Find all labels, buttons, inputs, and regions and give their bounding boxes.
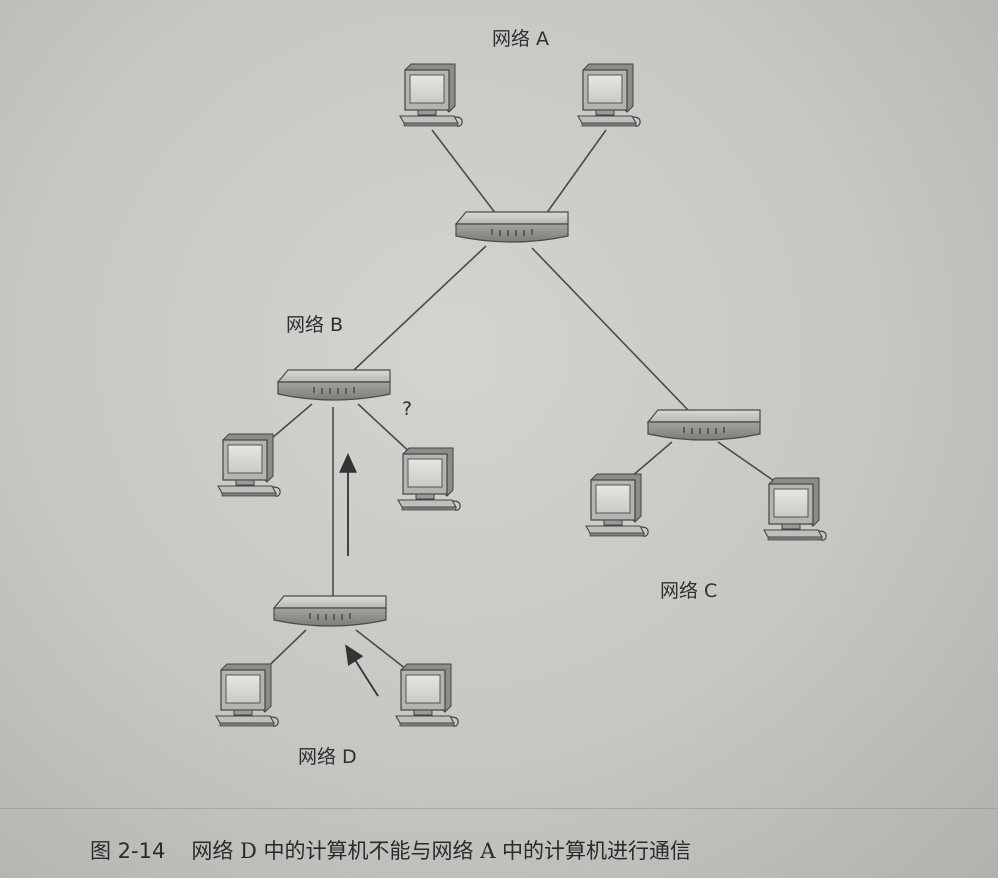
- link-pc-a2-switch-a: [545, 129, 607, 215]
- network-b-label: 网络 B: [286, 314, 344, 336]
- computer-icon-network-d-1: [215, 663, 279, 727]
- figure-number: 图 2-14: [90, 839, 166, 863]
- question-mark: ?: [402, 398, 413, 420]
- network-a-label: 网络 A: [492, 28, 550, 50]
- switch-d-icon: [273, 595, 387, 627]
- link-switch-a-switch-c: [531, 247, 689, 411]
- diagonal-arrow-icon: [345, 644, 379, 697]
- network-c-label: 网络 C: [660, 580, 718, 602]
- switch-c-icon: [647, 409, 761, 441]
- computer-icon-network-b-1: [217, 433, 281, 497]
- network-links: [253, 129, 791, 681]
- switch-a-icon: [455, 211, 569, 243]
- switch-b-icon: [277, 369, 391, 401]
- network-d-label: 网络 D: [298, 746, 357, 768]
- computer-icon-network-b-2: [397, 447, 461, 511]
- link-pc-a1-switch-a: [431, 129, 497, 215]
- computer-icon-network-c-2: [763, 477, 827, 541]
- computer-icon-network-a-1: [399, 63, 463, 127]
- computer-icon-network-d-2: [395, 663, 459, 727]
- computer-icon-network-c-1: [585, 473, 649, 537]
- figure-caption: 图 2-14 网络 D 中的计算机不能与网络 A 中的计算机进行通信: [90, 835, 691, 865]
- figure-caption-text: 网络 D 中的计算机不能与网络 A 中的计算机进行通信: [191, 839, 692, 863]
- caption-divider: [0, 808, 998, 809]
- link-switch-a-switch-b: [353, 245, 487, 371]
- link-switch-b-pc-b2: [357, 403, 415, 457]
- computer-icon-network-a-2: [577, 63, 641, 127]
